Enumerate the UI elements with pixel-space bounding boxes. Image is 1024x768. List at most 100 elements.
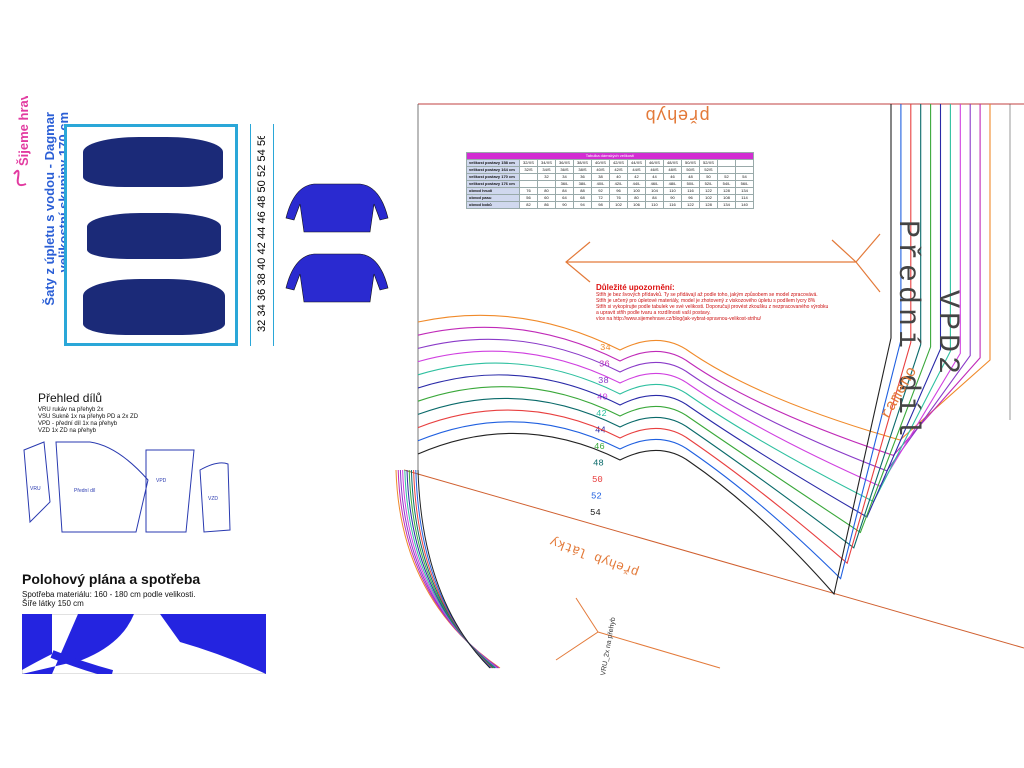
notice-line: více na http://www.sijemehrave.cz/blog/j… [596,316,762,322]
size-table-cell: 40/XS [591,159,610,167]
size-contour-label: 50 [592,475,603,485]
size-table-cell: 42 [627,173,646,181]
size-table-cell: 42/L [609,180,628,188]
size-table-cell: 36/L [555,180,574,188]
size-table-row-label: obvod hrudi [466,187,520,195]
size-table-cell: 54 [735,173,754,181]
size-table-cell: 36/S [555,166,574,174]
size-table-cell: 42/XS [609,159,628,167]
size-table-cell [519,180,538,188]
size-table-cell: 48/XS [663,159,682,167]
size-table-cell: 50/S [681,166,700,174]
notice-title: Důležité upozornění: [596,283,675,292]
size-table-cell: 38/L [573,180,592,188]
size-table-row-label: obvod boků [466,201,520,209]
size-table-cell: 72 [591,194,610,202]
size-table-row-label: velikost postavy 164 cm [466,166,520,174]
size-table-cell: 38 [591,173,610,181]
hanger-mark [13,169,27,187]
piece-name: Přední díl [890,220,924,440]
size-table-cell: 84 [645,194,664,202]
parts-diagram: VRU Přední díl VPD VZD [18,440,238,545]
logo-text: Šijeme hravě [16,96,31,166]
size-table-cell: 106 [627,201,646,209]
size-table-row-label: velikost postavy 176 cm [466,180,520,188]
fold-label-top: přehyb [645,104,710,124]
size-table: Tabulka dámských velikostí velikost posta… [466,152,754,209]
size-contour-label: 54 [590,508,601,518]
fabric-fold-label: přehyb látky [548,533,641,579]
size-label: 36 [256,289,268,301]
photo-side-view [83,137,223,187]
size-table-cell: 50/L [681,180,700,188]
size-contour-label: 44 [595,426,606,436]
size-table-cell: 114 [735,194,754,202]
size-table-cell: 50 [699,173,718,181]
size-table-cell: 110 [645,201,664,209]
sleeve-grain-marker [555,597,721,669]
part-item: VPD - přední díl 1x na přehyb [38,421,118,427]
piece-label: VZD [208,496,218,502]
part-item: VZD 1x ZD na přehyb [38,428,97,434]
sleeve-note: VRU_2x na přehyb [600,617,617,677]
size-label: 56 [256,136,268,146]
piece-label: Přední díl [74,488,95,494]
size-contour-line [417,104,951,503]
size-table-cell: 38/XS [573,159,592,167]
sizes-frame [250,124,274,346]
size-table-cell: 52/L [699,180,718,188]
size-table-cell: 34/XS [537,159,556,167]
size-label: 52 [256,165,268,177]
size-table-cell [717,159,736,167]
size-table-row-label: obvod pasu [466,194,520,202]
size-table-title: Tabulka dámských velikostí [466,152,754,160]
size-table-cell [717,166,736,174]
size-table-cell: 88 [573,187,592,195]
piece-code: VPD2 [930,290,964,378]
size-table-cell: 52/S [699,166,718,174]
size-contour-line [417,104,942,518]
parts-title: Přehled dílů [38,391,103,405]
size-table-cell: 108 [717,194,736,202]
size-table-cell: 48/L [663,180,682,188]
size-table-cell: 44/XS [627,159,646,167]
size-table-cell: 82 [519,201,538,209]
size-table-cell: 40/S [591,166,610,174]
size-table-cell: 128 [699,201,718,209]
fabric-fold-line [403,469,1024,649]
size-table-cell: 60 [537,194,556,202]
model-photos [64,124,238,346]
size-label: 34 [256,304,268,316]
size-table-cell: 46/XS [645,159,664,167]
piece-vru-sleeve [23,441,51,524]
size-contour-line [417,104,971,472]
size-table-cell: 48/S [663,166,682,174]
size-table-cell: 134 [735,187,754,195]
size-table-cell: 140 [735,201,754,209]
size-label: 38 [256,273,268,285]
size-label: 44 [256,227,268,239]
size-table-cell [537,180,556,188]
sleeve-contour-line [415,469,492,669]
photo-front-view [83,279,225,335]
size-table-cell: 128 [717,187,736,195]
size-table-cell: 84 [555,187,574,195]
size-table-cell: 80 [627,194,646,202]
size-table-cell: 44 [645,173,664,181]
sleeve-contours [395,469,501,669]
size-table-cell: 122 [699,187,718,195]
photo-back-view [87,213,221,259]
sleeve-contour-line [413,469,493,669]
size-table-cell: 44/L [627,180,646,188]
layout-title: Polohový plána a spotřeba [22,571,201,587]
size-contour-label: 38 [598,376,609,386]
size-table-cell: 48 [681,173,700,181]
notice-line: Střih je bez švových přídavků. Ty se při… [596,292,818,298]
